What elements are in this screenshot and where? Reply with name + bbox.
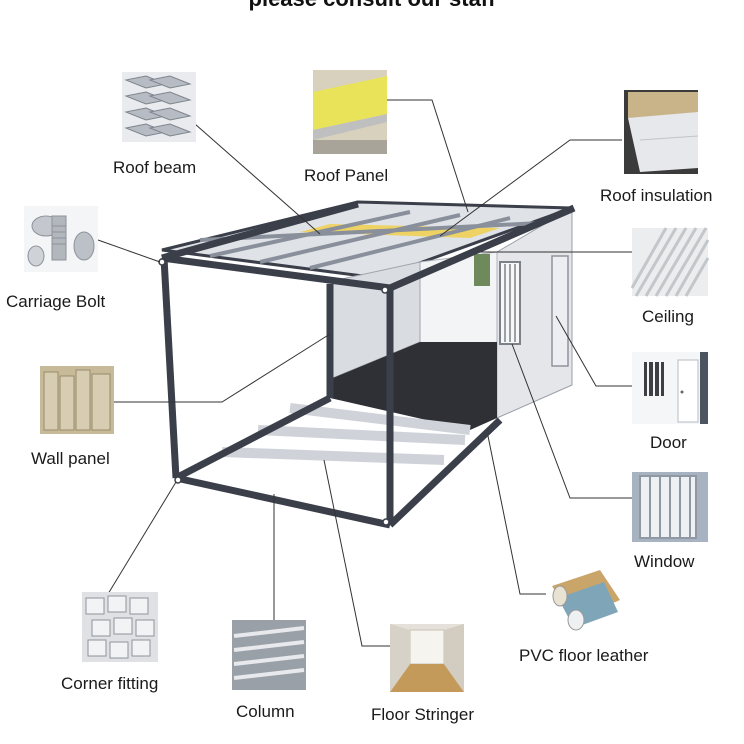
leader-roof-beam	[194, 123, 321, 235]
label-roof-insulation: Roof insulation	[600, 186, 713, 205]
label-pvc-floor-leather: PVC floor leather	[519, 646, 649, 665]
wood-floor-room-photo-icon	[390, 624, 464, 692]
container-house	[158, 200, 576, 529]
leader-window	[511, 343, 632, 499]
steel-column-photo-icon	[232, 620, 306, 690]
roof-beams	[199, 210, 561, 270]
label-column: Column	[236, 702, 295, 721]
ribbed-ceiling-photo-icon	[630, 227, 710, 297]
label-wall-panel: Wall panel	[31, 449, 110, 468]
label-floor-stringer: Floor Stringer	[371, 705, 474, 724]
barred-window-photo-icon	[632, 472, 708, 542]
label-corner-fitting: Corner fitting	[61, 674, 159, 693]
label-roof-beam: Roof beam	[113, 158, 197, 177]
floor-pvc	[328, 342, 497, 430]
label-window: Window	[634, 552, 695, 571]
label-door: Door	[650, 433, 687, 452]
leader-corner-fitting	[107, 481, 177, 595]
yellow-insulated-panel-photo-icon	[313, 70, 387, 154]
leader-wall-panel	[114, 333, 331, 403]
steel-frame	[160, 200, 576, 529]
bolt-photo-icon	[24, 206, 98, 272]
leader-floor-stringer	[323, 459, 390, 647]
corner-bolt	[382, 518, 390, 526]
leader-carriage-bolt	[97, 239, 161, 263]
white-door-photo-icon	[632, 352, 708, 424]
corner-bolt	[174, 476, 182, 484]
side-door	[551, 255, 569, 367]
label-carriage-bolt: Carriage Bolt	[6, 292, 106, 311]
pvc-rolls-photo-icon	[546, 568, 622, 634]
corner-casting-photo-icon	[82, 592, 158, 662]
floor-stringers	[221, 403, 471, 465]
corner-bolt	[381, 286, 389, 294]
page-title: please consult our staff	[0, 0, 744, 12]
leader-roof-insulation	[439, 139, 622, 237]
sandwich-panel-stack-photo-icon	[40, 366, 114, 434]
leader-lines	[97, 99, 632, 647]
rockwool-insulation-photo-icon	[624, 90, 699, 174]
back-window	[474, 254, 490, 286]
leader-door	[555, 315, 632, 387]
label-roof-panel: Roof Panel	[304, 166, 389, 185]
leader-pvc-floor	[487, 435, 546, 595]
label-ceiling: Ceiling	[642, 307, 694, 326]
steel-beam-stack-photo-icon	[122, 72, 196, 142]
